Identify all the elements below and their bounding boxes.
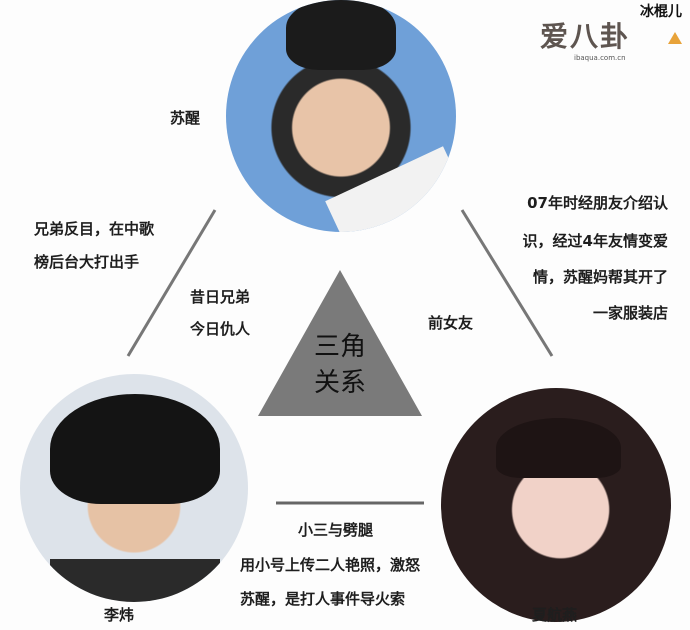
hair: [286, 0, 396, 70]
relation-right-outer-4: 一家服装店: [592, 304, 668, 322]
name-top: 苏醒: [170, 109, 201, 127]
relation-right-outer-3: 情，苏醒妈帮其开了: [532, 268, 668, 286]
relation-bottom-title: 小三与劈腿: [298, 521, 374, 539]
watermark-logo: 冰棍儿 爱八卦 ibaqua.com.cn: [540, 4, 688, 64]
line-right: [460, 209, 554, 357]
relation-left-inner-1: 昔日兄弟: [190, 288, 251, 306]
megaphone-icon: [668, 32, 682, 44]
bangs: [496, 418, 621, 478]
line-left: [126, 209, 217, 357]
watermark-tag: 冰棍儿: [640, 4, 682, 20]
center-label-2: 关系: [314, 368, 367, 398]
center-label-1: 三角: [314, 332, 367, 362]
relation-right-outer-2: 识，经过4年友情变爱: [522, 232, 668, 250]
watermark-brand: 爱八卦: [540, 20, 631, 53]
hair: [50, 394, 220, 504]
photo-right-person: [441, 388, 671, 622]
relation-right-inner: 前女友: [428, 314, 474, 332]
photo-top-person: [226, 0, 456, 232]
relation-bottom-text-1: 用小号上传二人艳照，激怒: [240, 556, 421, 574]
relation-bottom-text-2: 苏醒，是打人事件导火索: [240, 590, 406, 608]
relation-left-inner-2: 今日仇人: [190, 320, 251, 338]
center-triangle: [258, 270, 422, 416]
name-left: 李炜: [104, 606, 135, 624]
relation-left-outer-2: 榜后台大打出手: [34, 253, 140, 271]
watermark-url: ibaqua.com.cn: [574, 54, 626, 62]
relation-left-outer-1: 兄弟反目，在中歌: [34, 220, 155, 238]
shirt: [50, 559, 220, 602]
name-right: 夏航燕: [532, 606, 578, 624]
relation-right-outer-1: 07年时经朋友介绍认: [527, 194, 668, 212]
photo-left-person: [20, 374, 248, 602]
shirt: [325, 146, 456, 232]
